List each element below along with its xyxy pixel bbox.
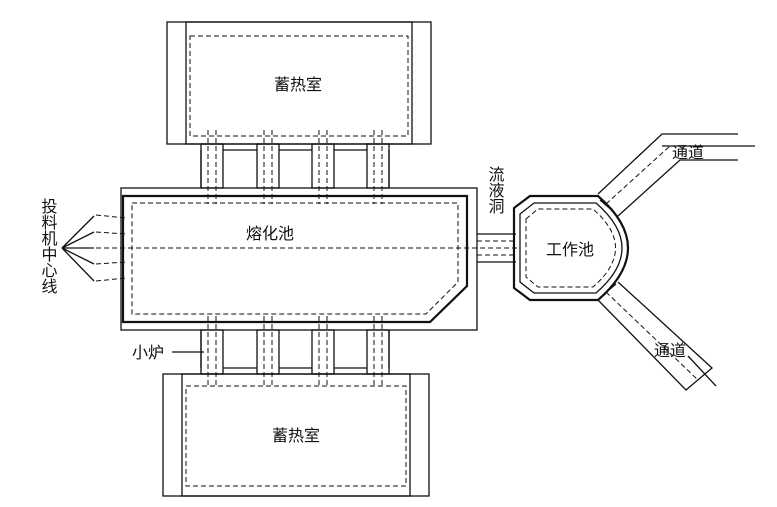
regenerator-top: 蓄热室	[166, 21, 432, 145]
port-top-1	[200, 130, 224, 204]
throat: 流液洞	[477, 166, 516, 263]
batch-centerline-label: 投料机中心线	[39, 198, 58, 294]
regenerator-top-label: 蓄热室	[274, 75, 322, 94]
port-bottom-1	[200, 316, 224, 388]
port-bottom-3	[311, 316, 335, 388]
working-tank-label: 工作池	[546, 240, 594, 259]
channel-upper: 通道	[597, 133, 755, 217]
ports-bottom: 小炉	[132, 316, 390, 388]
regenerator-bottom: 蓄热室	[162, 373, 430, 497]
melting-tank-label: 熔化池	[246, 224, 294, 243]
batch-charger-centerline: 投料机中心线	[39, 198, 520, 294]
port-top-4	[366, 130, 390, 204]
throat-label: 流液洞	[486, 166, 505, 214]
regenerator-bottom-label: 蓄热室	[272, 426, 320, 445]
port-bottom-2	[256, 316, 280, 388]
melting-tank: 熔化池	[120, 187, 478, 331]
ports-top	[200, 130, 390, 204]
port-bottom-4	[366, 316, 390, 388]
port-label: 小炉	[132, 343, 164, 362]
working-tank: 工作池	[512, 194, 630, 302]
channel-lower: 通道	[597, 281, 717, 391]
port-top-2	[256, 130, 280, 204]
port-top-3	[311, 130, 335, 204]
channel-upper-label: 通道	[672, 143, 704, 162]
channel-lower-label: 通道	[654, 341, 686, 360]
